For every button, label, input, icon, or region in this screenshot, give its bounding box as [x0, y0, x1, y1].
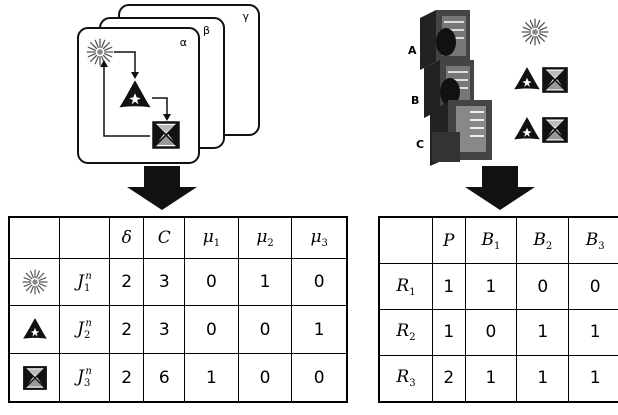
header-cell: μ1	[184, 216, 239, 259]
row-icon-cell	[8, 305, 60, 355]
header-cell: μ2	[237, 216, 293, 259]
table-row: J3n 2 6 1 0 0	[8, 353, 348, 403]
label-c: C	[416, 138, 424, 151]
row-label: J3n	[59, 353, 110, 403]
table-cell: 0	[184, 305, 239, 355]
table-cell: 0	[184, 257, 239, 307]
starburst-icon	[21, 269, 48, 295]
header-cell: δ	[108, 216, 145, 259]
triangle-star-icon	[514, 67, 540, 90]
table-cell: 1	[184, 353, 239, 403]
component-b	[424, 60, 474, 118]
header-cell: μ3	[291, 216, 348, 259]
row-label: J2n	[59, 305, 110, 355]
card-gamma-label: γ	[242, 10, 249, 23]
table-cell: 0	[237, 305, 293, 355]
table-row: J1n 2 3 0 1 0	[8, 257, 348, 307]
starburst-icon	[86, 38, 114, 66]
row-icon-cell	[8, 257, 60, 307]
table-header-row: δ C μ1 μ2 μ3	[8, 216, 348, 259]
table-cell: 3	[143, 257, 186, 307]
triangle-star-icon	[22, 317, 47, 339]
hourglass-box-icon	[541, 66, 569, 94]
triangle-star-icon	[514, 117, 540, 140]
left-matrix-table: δ C μ1 μ2 μ3 J1n 2 3 0 1 0 J2n 2 3 0 0 1…	[8, 216, 348, 403]
card-beta-label: β	[203, 24, 210, 37]
hourglass-box-icon	[21, 364, 48, 391]
label-b: B	[411, 94, 419, 107]
table-cell: 1	[237, 257, 293, 307]
row-label: J1n	[59, 257, 110, 307]
empty-header-cell	[8, 216, 60, 259]
card-alpha-label: α	[180, 36, 187, 49]
starburst-icon	[521, 18, 549, 46]
left-down-arrow	[127, 166, 197, 210]
table-cell: 6	[143, 353, 186, 403]
right-down-arrow	[465, 166, 535, 210]
hourglass-box-icon	[151, 120, 181, 150]
table-cell: 2	[108, 257, 145, 307]
component-a	[420, 10, 470, 70]
table-cell: 1	[291, 305, 348, 355]
header-cell: C	[143, 216, 186, 259]
label-a: A	[408, 44, 417, 57]
flow-arrows	[103, 51, 168, 137]
table-row: J2n 2 3 0 0 1	[8, 305, 348, 355]
table-cell: 3	[143, 305, 186, 355]
empty-header-cell	[59, 216, 110, 259]
table-cell: 2	[108, 353, 145, 403]
row-icon-cell	[8, 353, 60, 403]
table-cell: 0	[291, 353, 348, 403]
table-cell: 2	[108, 305, 145, 355]
table-cell: 0	[237, 353, 293, 403]
component-c	[430, 100, 492, 166]
table-cell: 0	[291, 257, 348, 307]
hourglass-box-icon	[541, 116, 569, 144]
